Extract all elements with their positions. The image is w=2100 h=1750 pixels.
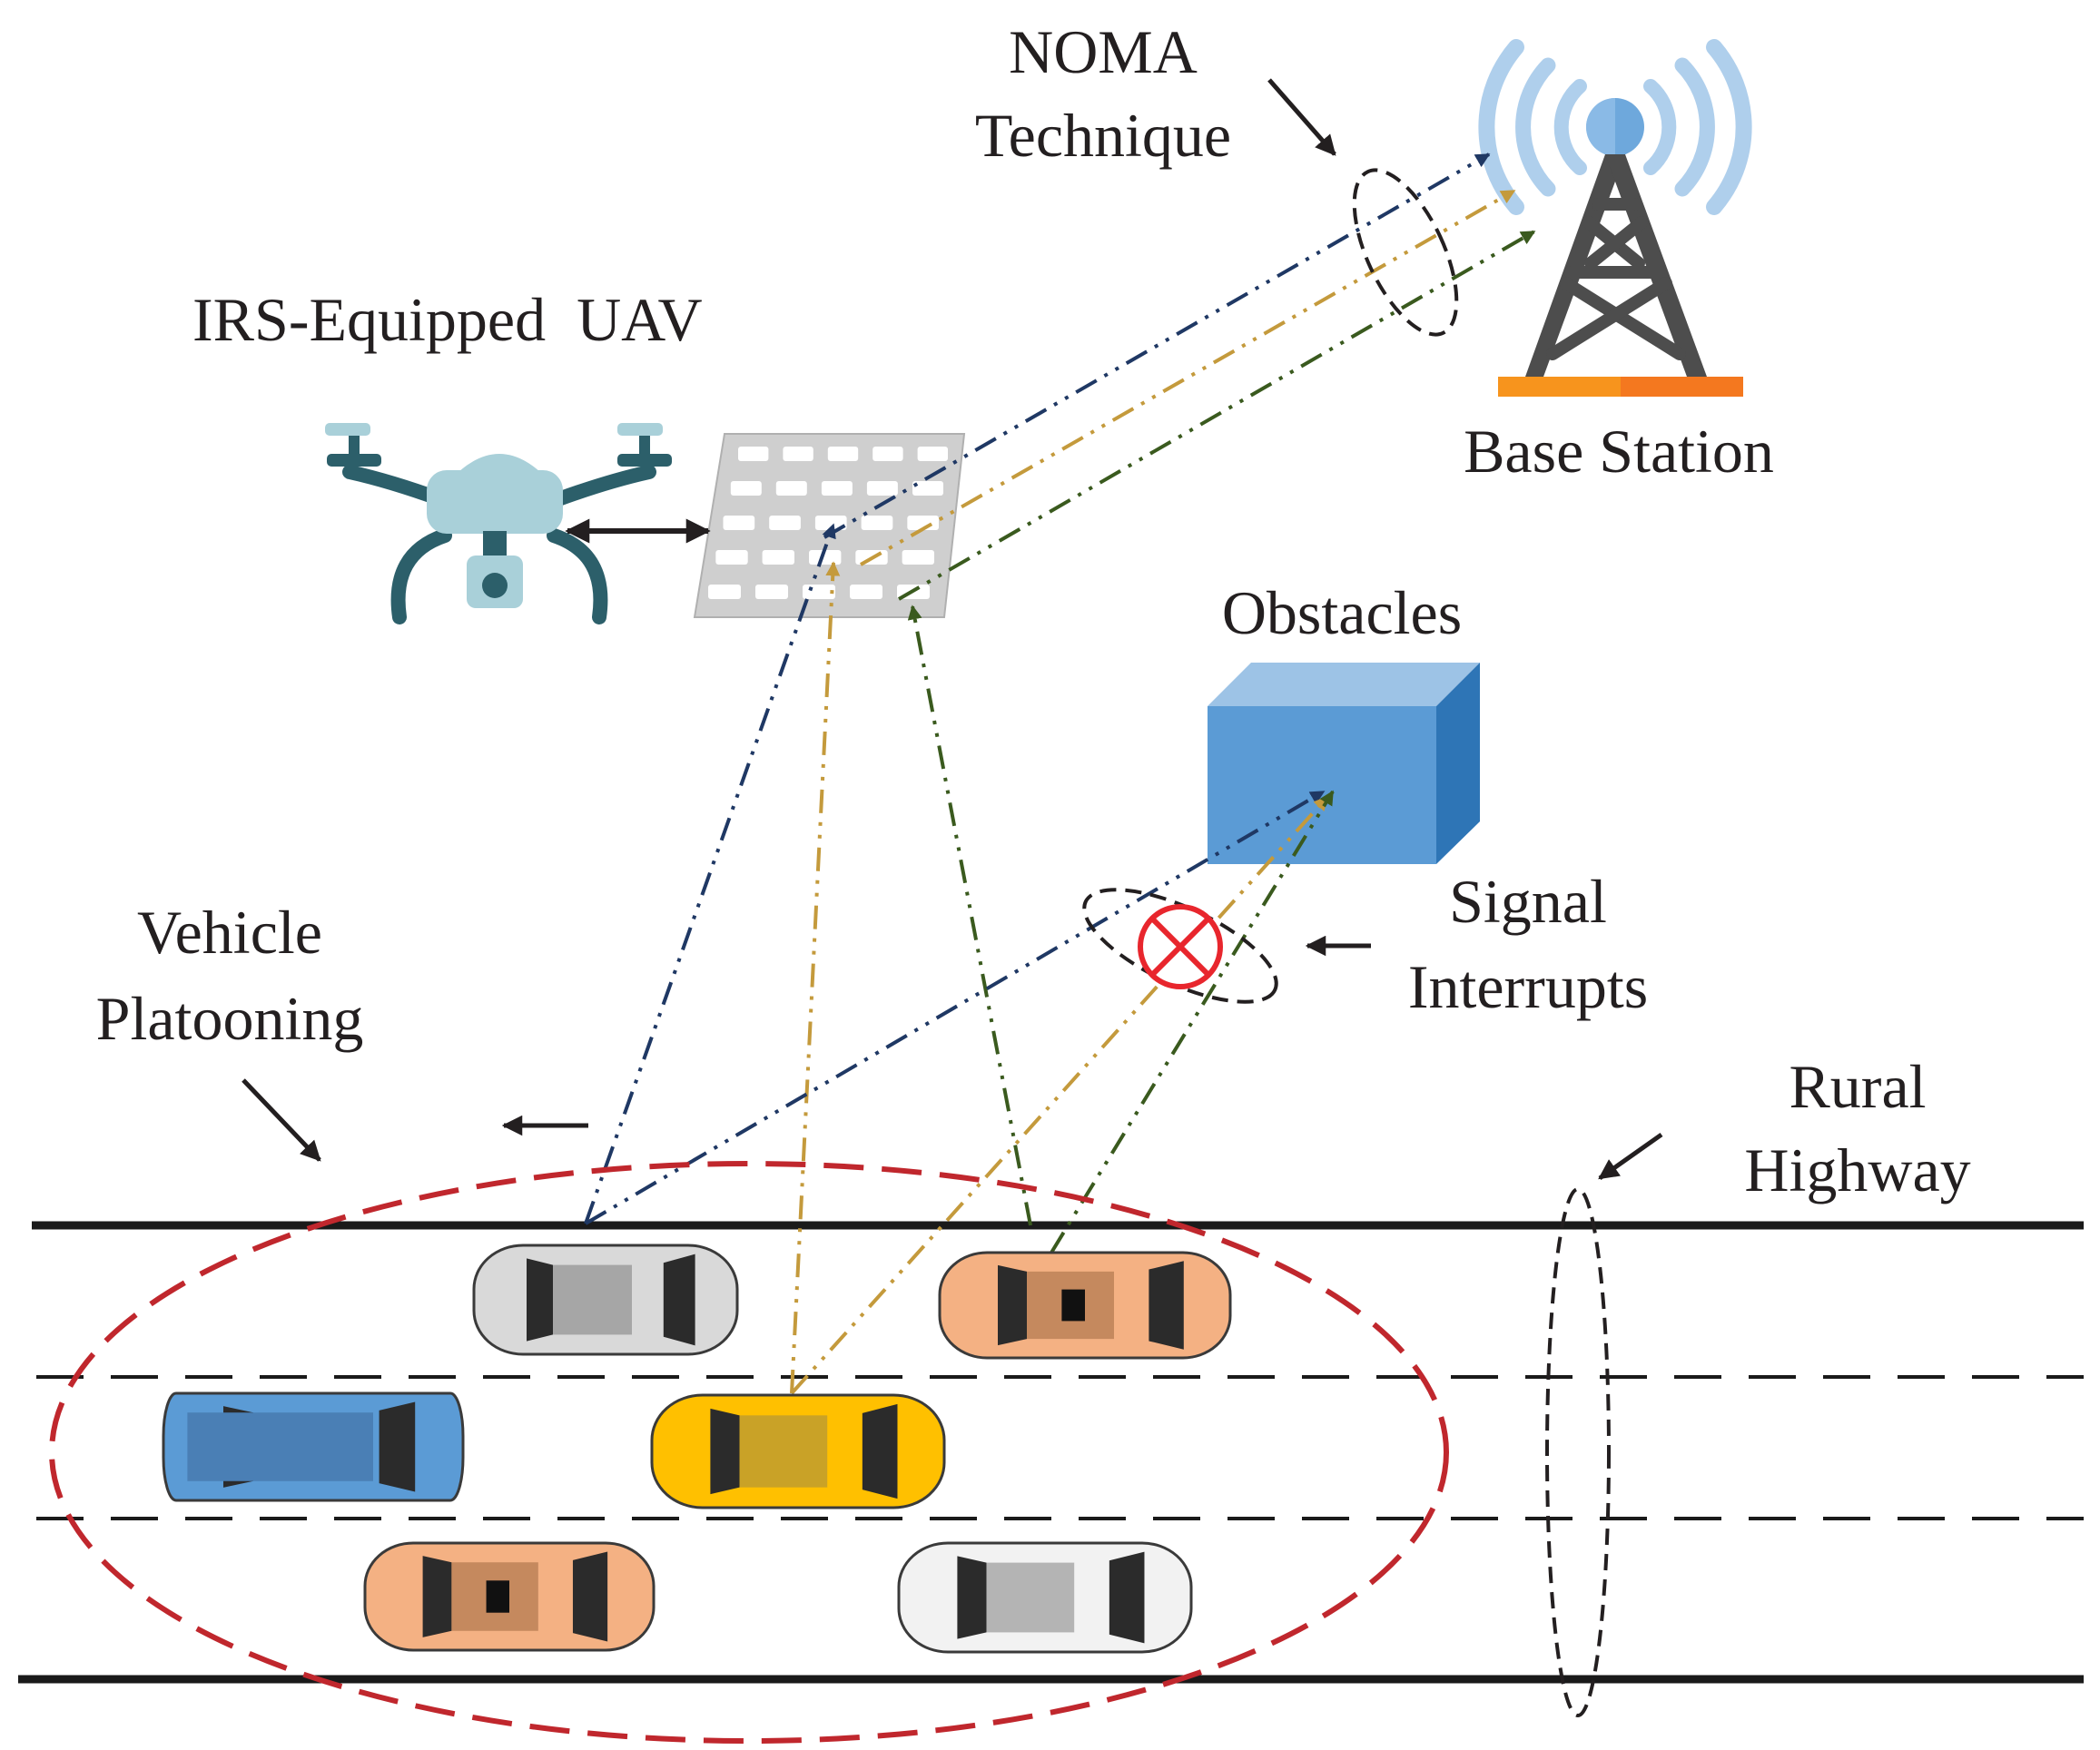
interrupt-icon (1138, 904, 1223, 989)
rural-label-line1: Rural (1789, 1052, 1926, 1121)
irs-element (809, 550, 842, 565)
obstacles-label: Obstacles (1222, 578, 1462, 647)
vehicle-label-line2: Platooning (96, 984, 364, 1053)
irs-element (775, 481, 807, 496)
irs-element (850, 585, 882, 599)
signal-waves (1478, 39, 1752, 215)
uav-label: IRS-Equipped UAV (192, 285, 703, 354)
tower-icon (1478, 39, 1752, 397)
irs-element (861, 516, 893, 530)
vehicle-platooning-pointer-arrow (242, 1078, 321, 1162)
irs-element (769, 516, 801, 530)
rural-highway-pointer-arrow (1598, 1132, 1663, 1181)
irs-element (738, 447, 769, 461)
noma-label-line2: Technique (975, 101, 1231, 170)
signal-grey-car-irs (584, 523, 836, 1224)
irs-element (912, 481, 943, 496)
car-icon (897, 1541, 1193, 1654)
signal-yellow-car-irs (790, 561, 841, 1394)
signal-label-line1: Signal (1449, 867, 1607, 936)
signal-irs-bs-green (897, 230, 1536, 601)
irs-element (866, 481, 898, 496)
platoon-ellipse (49, 1161, 1449, 1744)
irs-element (708, 585, 741, 599)
pointer-arrows (242, 78, 1663, 1181)
irs-element (902, 550, 934, 565)
signal-irs-bs-blue (823, 152, 1491, 539)
irs-element (917, 447, 948, 461)
signal-grey-car-obstacle (584, 790, 1326, 1225)
irs-element (715, 550, 748, 565)
vehicle-platoon (162, 1244, 1232, 1654)
irs-element (730, 481, 762, 496)
signal-yellow-car-obstacle (790, 795, 1329, 1395)
irs-panel-icon (693, 433, 966, 618)
rural-label-line2: Highway (1744, 1136, 1970, 1204)
van-icon (162, 1391, 465, 1502)
labels: NOMA Technique IRS-Equipped UAV Base Sta… (96, 17, 1971, 1204)
irs-element (762, 550, 794, 565)
drone-icon (325, 423, 672, 624)
irs-element (783, 447, 813, 461)
rural-highway-road (18, 1221, 2084, 1684)
vehicle-label-line1: Vehicle (137, 898, 322, 967)
noma-pointer-arrow (1267, 78, 1336, 156)
signal-label-line2: Interrupts (1408, 952, 1648, 1021)
car-icon (650, 1393, 946, 1509)
noma-label-line1: NOMA (1009, 17, 1198, 86)
noma-ellipse (1352, 168, 1459, 337)
base-station-label: Base Station (1464, 417, 1774, 486)
car-icon (363, 1541, 656, 1652)
car-icon (938, 1251, 1232, 1360)
rural-highway-ellipse (1545, 1187, 1611, 1717)
signal-irs-bs-gold (860, 189, 1516, 566)
irs-element (821, 481, 853, 496)
irs-element (827, 447, 859, 461)
irs-element (723, 516, 755, 530)
signal-orange-car-irs (907, 605, 1032, 1226)
car-icon (472, 1244, 739, 1356)
irs-element (755, 585, 788, 599)
irs-element (873, 447, 903, 461)
signal-paths (584, 152, 1536, 1395)
